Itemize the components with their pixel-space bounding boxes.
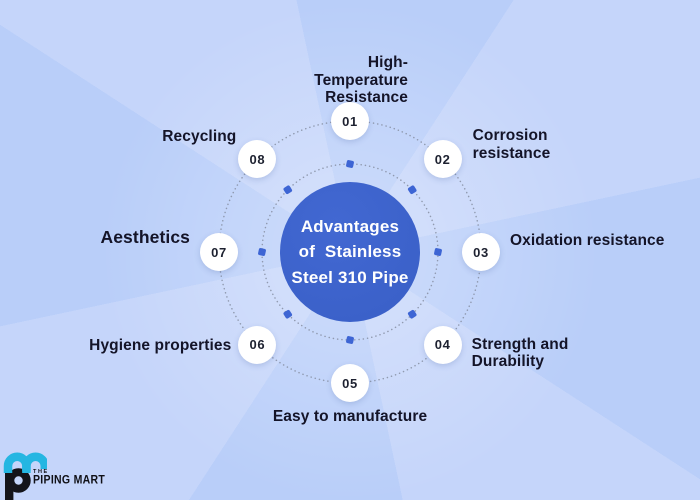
node-number-08: 08 (249, 151, 266, 167)
node-07: 07 (200, 233, 238, 271)
node-08: 08 (238, 140, 277, 179)
ring-marker (283, 309, 293, 319)
node-04: 04 (423, 325, 462, 364)
piping-mart-logo: THE PIPING MART (0, 448, 110, 500)
logo-text: THE PIPING MART (33, 469, 105, 487)
ring-marker (407, 309, 417, 319)
node-06: 06 (238, 325, 277, 364)
node-label-04: Strength and Durability (471, 335, 569, 371)
logo-the: THE (33, 469, 49, 475)
node-number-06: 06 (249, 337, 266, 353)
node-label-02: Corrosion resistance (472, 127, 551, 162)
ring-marker (283, 185, 293, 195)
node-number-04: 04 (434, 337, 451, 353)
node-number-01: 01 (342, 113, 358, 129)
node-number-02: 02 (434, 151, 451, 167)
logo-arch-right (22, 452, 47, 471)
node-label-05: Easy to manufacture (272, 408, 428, 425)
node-01: 01 (331, 102, 369, 140)
node-02: 02 (423, 140, 462, 179)
node-label-08: Recycling (162, 128, 237, 146)
ring-marker (346, 160, 354, 168)
node-label-07: Aesthetics (100, 227, 190, 247)
ring-markers-group (258, 160, 442, 344)
center-circle: Advantages of Stainless Steel 310 Pipe (280, 182, 420, 322)
ring-marker (346, 336, 354, 344)
logo-p-bowl (6, 468, 31, 493)
node-03: 03 (462, 233, 500, 271)
center-title: Advantages of Stainless Steel 310 Pipe (291, 216, 409, 287)
logo-name: PIPING MART (33, 473, 106, 487)
node-number-05: 05 (342, 375, 358, 391)
node-label-03: Oxidation resistance (510, 232, 665, 249)
node-number-03: 03 (473, 244, 489, 260)
node-label-06: Hygiene properties (89, 336, 232, 354)
ring-marker (434, 248, 442, 256)
ring-marker (407, 185, 417, 195)
node-label-01: High- Temperature Resistance (314, 54, 408, 106)
node-number-07: 07 (211, 244, 227, 260)
ring-marker (258, 248, 266, 256)
piping-mart-logo-icon (3, 452, 47, 500)
node-05: 05 (331, 364, 369, 402)
